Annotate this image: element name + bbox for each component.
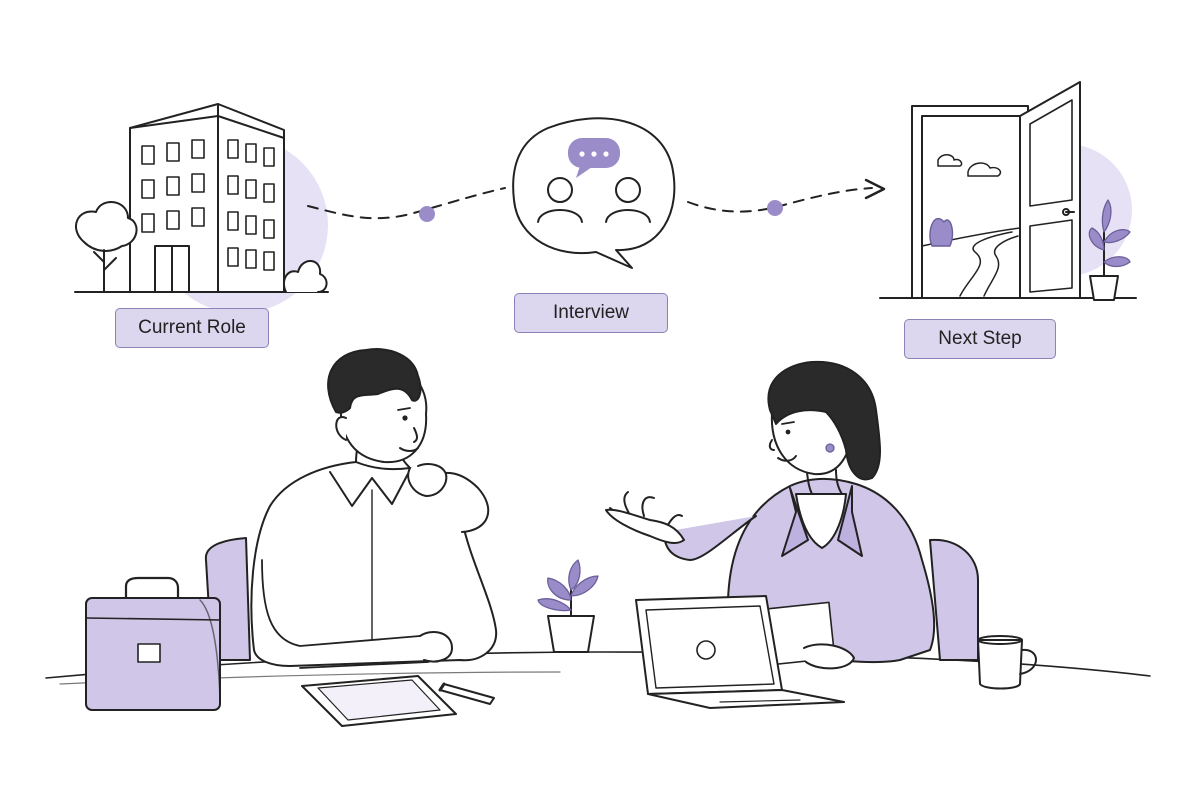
briefcase-icon (85, 576, 221, 711)
chair-right (929, 538, 979, 661)
interview-label: Interview (514, 293, 668, 333)
coffee-mug-icon (977, 635, 1037, 690)
laptop-icon (635, 595, 845, 709)
chat-bubble-icon (512, 117, 676, 269)
candidate-man (250, 348, 498, 669)
notebook-icon (301, 675, 457, 727)
interviewer-woman (605, 360, 936, 670)
office-building-icon (74, 103, 329, 313)
pen-icon (438, 682, 495, 705)
connector-path-1 (307, 187, 506, 220)
current-role-label: Current Role (115, 308, 269, 348)
plant-icon (537, 559, 599, 653)
arrow-right-icon (864, 178, 886, 200)
next-step-label: Next Step (904, 319, 1056, 359)
progress-dot-1 (419, 206, 435, 222)
open-door-icon (879, 81, 1137, 301)
progress-dot-2 (767, 200, 783, 216)
